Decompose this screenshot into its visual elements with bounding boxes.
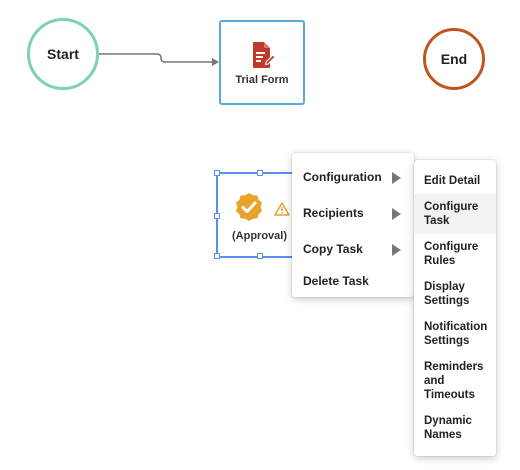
menu-item-label: Delete Task [303, 274, 369, 288]
resize-handle-top-left[interactable] [214, 170, 220, 176]
end-node[interactable]: End [423, 28, 485, 90]
menu-item-label: Recipients [303, 206, 364, 220]
approval-task-label: (Approval) [232, 230, 287, 242]
submenu-arrow-icon [392, 172, 401, 184]
submenu-item-label: Edit Detail [424, 175, 481, 187]
start-node-label: Start [47, 46, 79, 62]
edge-start-to-form[interactable] [99, 53, 212, 63]
approval-task-node[interactable]: (Approval) [214, 170, 303, 259]
submenu-item-dynamic-names[interactable]: Dynamic Names [414, 414, 496, 444]
edge-arrowhead [212, 58, 219, 66]
menu-item-configuration[interactable]: Configuration [292, 164, 414, 190]
submenu-item-label: Display Settings [424, 281, 470, 307]
resize-handle-bottom-left[interactable] [214, 253, 220, 259]
submenu-item-configure-rules[interactable]: Configure Rules [414, 240, 496, 270]
resize-handle-bottom[interactable] [257, 253, 263, 259]
resize-handle-left[interactable] [214, 213, 220, 219]
start-node[interactable]: Start [27, 18, 99, 90]
resize-handle-top[interactable] [257, 170, 263, 176]
submenu-item-notification-settings[interactable]: Notification Settings [414, 320, 496, 350]
form-document-icon [253, 42, 276, 68]
submenu-item-label: Configure Rules [424, 241, 479, 267]
menu-item-label: Copy Task [303, 242, 363, 256]
end-node-label: End [440, 51, 468, 67]
submenu-item-label: Reminders and Timeouts [424, 361, 484, 401]
warning-icon [274, 202, 290, 216]
submenu-item-reminders-and-timeouts[interactable]: Reminders and Timeouts [414, 360, 496, 404]
submenu-arrow-icon [392, 208, 401, 220]
configuration-submenu: Edit Detail Configure Task Configure Rul… [414, 160, 496, 456]
submenu-item-edit-detail[interactable]: Edit Detail [414, 174, 496, 192]
submenu-item-display-settings[interactable]: Display Settings [414, 280, 496, 310]
form-task-node[interactable]: Trial Form [219, 20, 305, 105]
submenu-item-label: Dynamic Names [424, 415, 472, 441]
submenu-arrow-icon [392, 244, 401, 256]
form-task-label: Trial Form [235, 74, 289, 86]
menu-item-delete-task[interactable]: Delete Task [292, 268, 414, 294]
submenu-item-configure-task[interactable]: Configure Task [414, 194, 496, 234]
task-context-menu: Configuration Recipients Copy Task Delet… [292, 153, 414, 297]
submenu-item-label: Configure Task [424, 201, 479, 227]
menu-item-label: Configuration [303, 170, 382, 184]
menu-item-recipients[interactable]: Recipients [292, 200, 414, 226]
approval-badge-icon [236, 193, 262, 221]
menu-item-copy-task[interactable]: Copy Task [292, 236, 414, 262]
submenu-item-label: Notification Settings [424, 321, 488, 347]
